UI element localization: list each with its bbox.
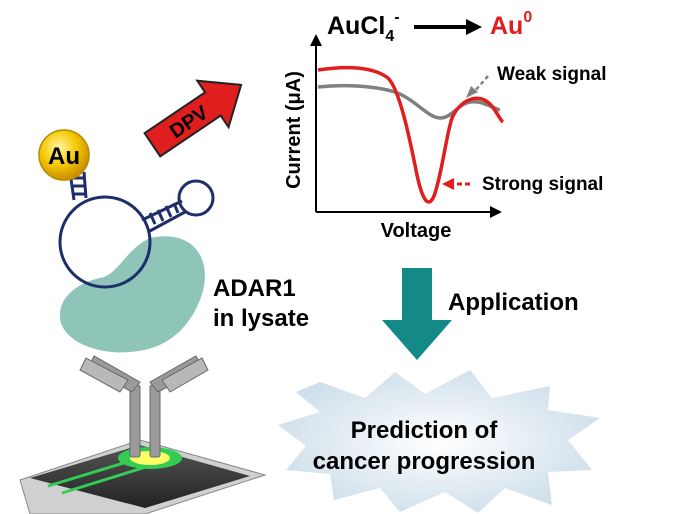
outcome-burst — [278, 370, 600, 513]
outcome-label-line1: Prediction of — [351, 417, 499, 444]
gold-label: Au — [48, 143, 80, 170]
dpv-arrow: DPV — [143, 79, 243, 158]
reactant-superscript: - — [394, 9, 399, 26]
hairpin-probe-icon — [58, 171, 215, 289]
strong-signal-label: Strong signal — [482, 174, 603, 195]
antibody-icon — [79, 355, 209, 458]
reactant-formula: AuCl4- — [327, 9, 400, 45]
strong-signal-curve — [317, 65, 505, 204]
x-axis-label: Voltage — [381, 220, 452, 242]
gold-nanoparticle-icon: Au — [38, 129, 90, 181]
weak-signal-curve — [317, 83, 501, 120]
reactant-label: AuCl — [327, 12, 385, 40]
weak-signal-label: Weak signal — [497, 64, 606, 85]
reaction-header: AuCl4- Au0 — [327, 9, 532, 45]
product-label: Au — [490, 12, 523, 40]
voltammogram-plot: Current (μA) Voltage Weak signal Strong … — [283, 34, 606, 242]
protein-label-line1: ADAR1 — [213, 275, 296, 302]
y-axis-label: Current (μA) — [283, 71, 305, 189]
reactant-subscript: 4 — [385, 28, 394, 45]
application-label: Application — [448, 289, 579, 316]
product-formula: Au0 — [490, 9, 532, 40]
protein-label-line2: in lysate — [213, 305, 309, 332]
application-arrow — [382, 268, 452, 360]
electrode-chip-icon — [19, 439, 267, 514]
product-superscript: 0 — [523, 9, 532, 26]
outcome-label-line2: cancer progression — [313, 448, 536, 475]
adar1-protein-icon — [59, 236, 205, 353]
